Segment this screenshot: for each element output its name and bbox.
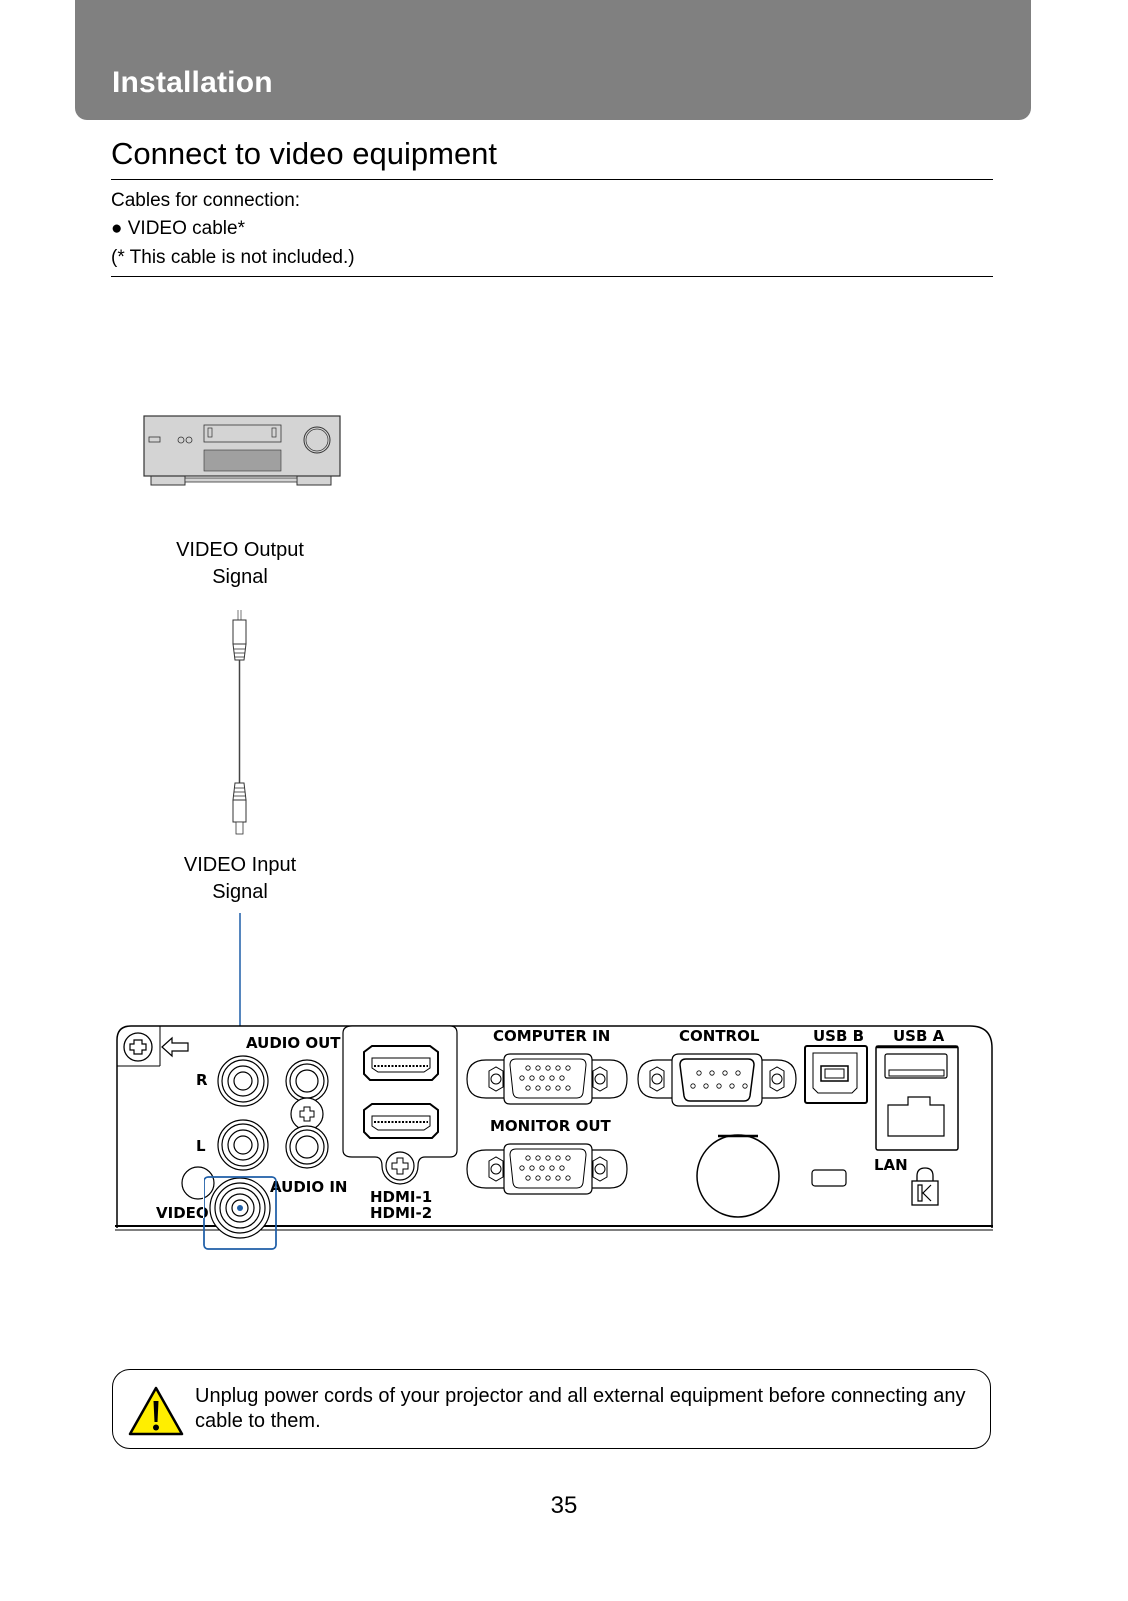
pin	[529, 1165, 535, 1171]
caution-text: Unplug power cords of your projector and…	[195, 1385, 966, 1432]
pin	[535, 1155, 541, 1161]
hdmi-2-label: HDMI-2	[370, 1204, 432, 1222]
video-label: VIDEO	[156, 1204, 209, 1222]
control-port	[637, 1053, 797, 1107]
video-input-label-line1: VIDEO Input	[183, 854, 297, 876]
pin	[735, 1070, 741, 1076]
video-output-label: VIDEO Output Signal	[140, 537, 340, 591]
pin	[696, 1070, 702, 1076]
warning-triangle-icon	[128, 1386, 184, 1436]
video-input-label-line2: Signal	[212, 881, 268, 903]
pin	[539, 1165, 545, 1171]
usb-b-label: USB B	[813, 1027, 864, 1045]
hdmi-2-port	[363, 1103, 439, 1139]
usb-a-port	[884, 1053, 948, 1079]
hdmi-1-label: HDMI-1	[370, 1188, 432, 1206]
pin	[565, 1085, 571, 1091]
pin	[539, 1075, 545, 1081]
page-title: Connect to video equipment	[111, 136, 498, 171]
vga-pins	[519, 1065, 748, 1181]
cable-item: ● VIDEO cable*	[111, 218, 245, 239]
pin	[525, 1155, 531, 1161]
cables-intro: Cables for connection:	[111, 190, 301, 211]
section-header-band: Installation	[75, 0, 1031, 120]
pin	[519, 1075, 525, 1081]
audio-in-port	[285, 1125, 329, 1169]
pin	[535, 1065, 541, 1071]
pin	[525, 1085, 531, 1091]
pin	[716, 1083, 722, 1089]
usb-a-lan-block	[875, 1045, 959, 1151]
pin	[565, 1175, 571, 1181]
caution-box: Unplug power cords of your projector and…	[112, 1369, 991, 1449]
pin	[709, 1070, 715, 1076]
video-output-label-line2: Signal	[212, 566, 268, 588]
pin	[529, 1075, 535, 1081]
pin	[525, 1065, 531, 1071]
arrow-left-icon	[161, 1036, 189, 1058]
slot	[811, 1169, 847, 1187]
pin	[555, 1175, 561, 1181]
pin	[525, 1175, 531, 1181]
pin	[565, 1065, 571, 1071]
pin	[549, 1075, 555, 1081]
pin	[545, 1065, 551, 1071]
cables-divider	[111, 276, 993, 277]
pin	[555, 1085, 561, 1091]
audio-out-port	[285, 1059, 329, 1103]
pin	[545, 1155, 551, 1161]
pin	[722, 1070, 728, 1076]
pin	[729, 1083, 735, 1089]
pin	[565, 1155, 571, 1161]
screw-icon	[123, 1032, 153, 1062]
pin	[703, 1083, 709, 1089]
usb-a-label: USB A	[893, 1027, 945, 1045]
audio-out-label: AUDIO OUT	[246, 1034, 341, 1052]
ir-sensor	[696, 1134, 780, 1218]
monitor-out-label: MONITOR OUT	[490, 1117, 612, 1135]
title-divider	[111, 179, 993, 180]
computer-in-label: COMPUTER IN	[493, 1027, 610, 1045]
audio-in-label: AUDIO IN	[270, 1178, 347, 1196]
video-input-label: VIDEO Input Signal	[140, 852, 340, 906]
audio-r-port	[217, 1055, 269, 1107]
cables-note: (* This cable is not included.)	[111, 247, 355, 268]
audio-l-port	[217, 1119, 269, 1171]
video-in-port	[209, 1177, 271, 1239]
pin	[742, 1083, 748, 1089]
pin	[519, 1165, 525, 1171]
hdmi-1-port	[363, 1045, 439, 1081]
computer-in-port	[466, 1053, 628, 1105]
pin	[690, 1083, 696, 1089]
projector-rear-panel: AUDIO OUT R L AUDIO IN VIDEO HDMI-1 HDMI…	[115, 1025, 993, 1250]
pin	[535, 1175, 541, 1181]
pin	[549, 1165, 555, 1171]
audio-r-label: R	[196, 1071, 208, 1089]
hdmi-screw	[385, 1151, 415, 1181]
usb-b-port	[804, 1045, 868, 1104]
video-output-label-line1: VIDEO Output	[176, 539, 304, 561]
lan-label: LAN	[874, 1156, 908, 1174]
section-title: Installation	[112, 66, 273, 99]
video-cable	[232, 610, 247, 835]
video-equipment-device	[143, 415, 341, 486]
lan-port	[887, 1096, 945, 1137]
control-label: CONTROL	[679, 1027, 760, 1045]
page-number: 35	[550, 1492, 578, 1519]
pin	[545, 1085, 551, 1091]
audio-l-label: L	[196, 1137, 206, 1155]
pin	[545, 1175, 551, 1181]
pin	[555, 1065, 561, 1071]
audio-screw	[290, 1097, 324, 1131]
pin	[559, 1075, 565, 1081]
pin	[535, 1085, 541, 1091]
kensington-lock-icon	[911, 1167, 939, 1206]
pin	[559, 1165, 565, 1171]
monitor-out-port	[466, 1143, 628, 1195]
pin	[555, 1155, 561, 1161]
